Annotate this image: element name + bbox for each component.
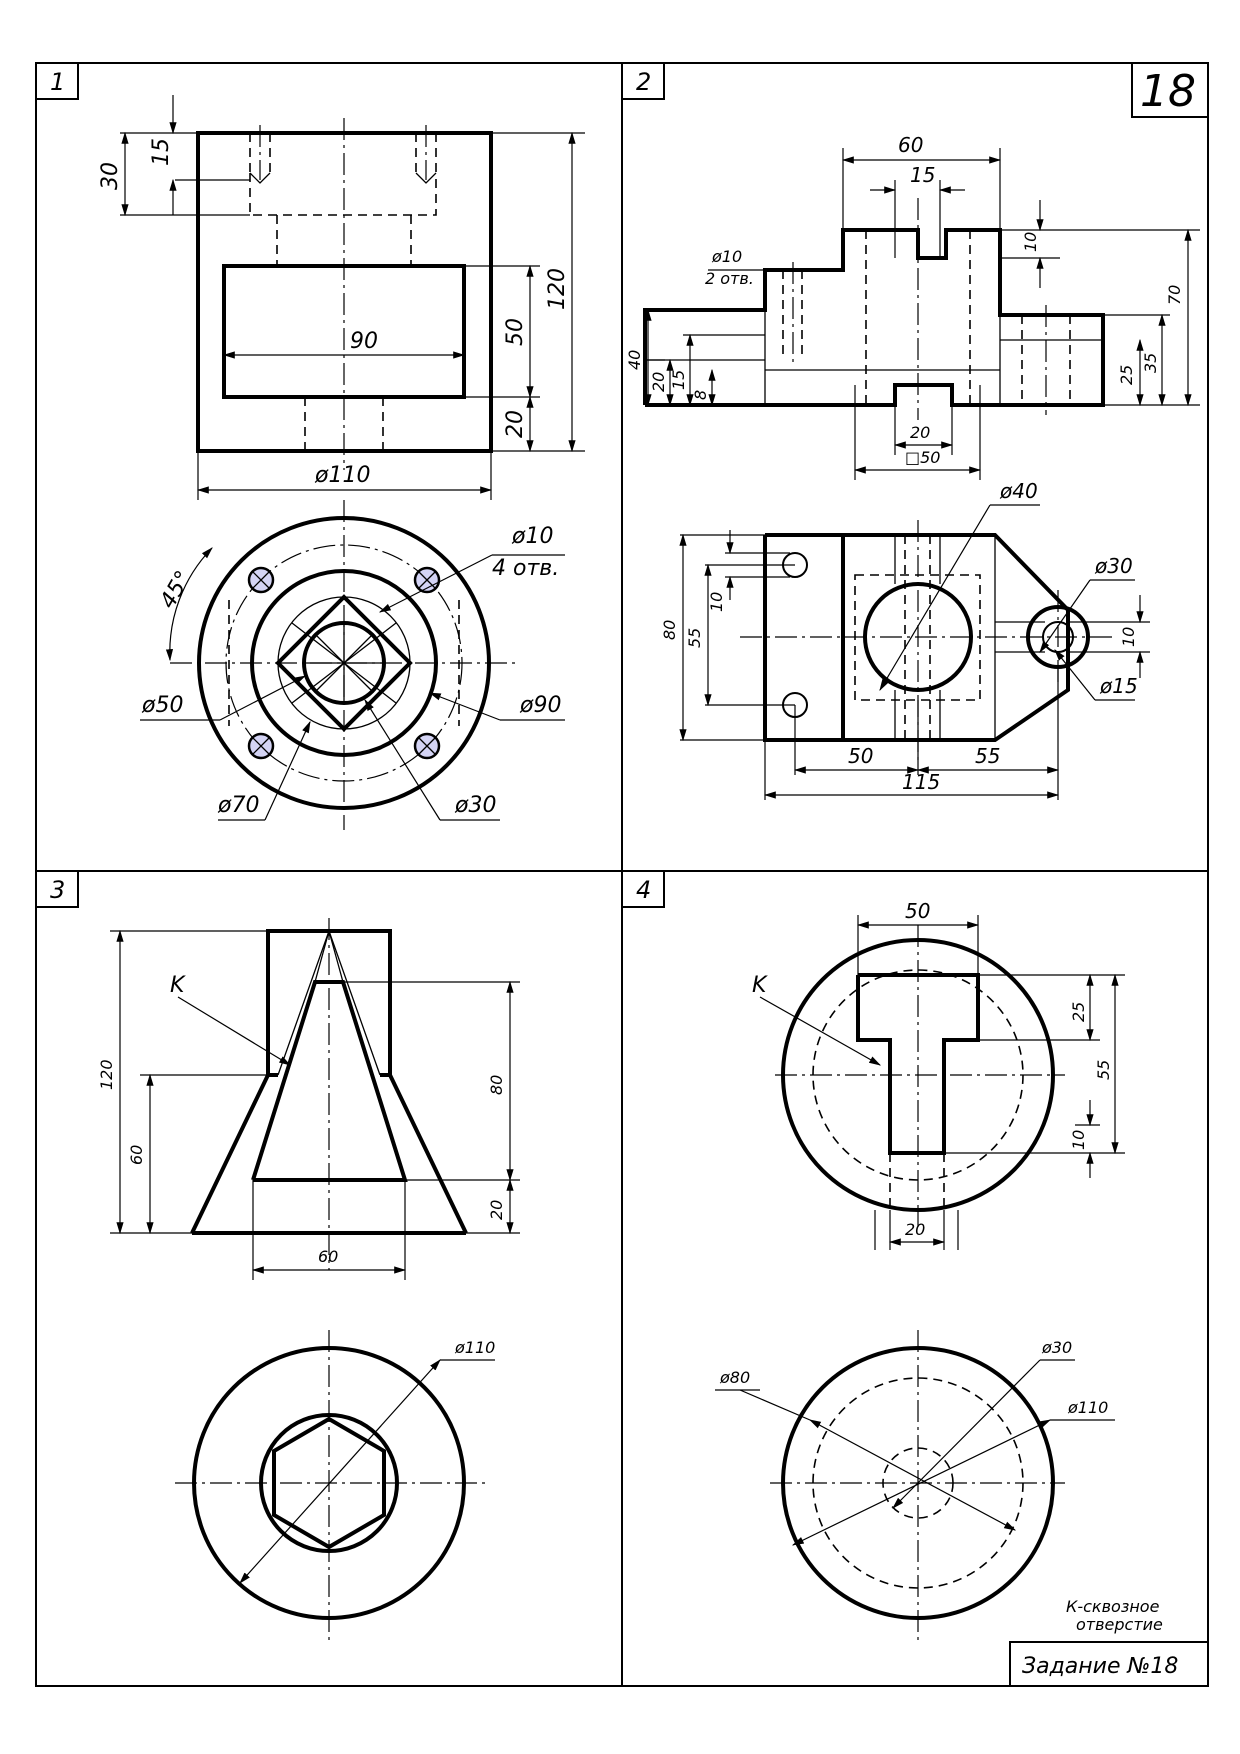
- svg-text:ø110: ø110: [314, 463, 370, 488]
- svg-text:20: 20: [487, 1200, 506, 1220]
- svg-text:10: 10: [1021, 232, 1040, 252]
- svg-text:20: 20: [649, 372, 668, 392]
- panel-2-front-dims: 60 15 10 70 ø10 2 отв. 40 20 15 8 25 35: [625, 133, 1200, 480]
- svg-text:25: 25: [1069, 1002, 1088, 1022]
- svg-text:10: 10: [1119, 627, 1138, 647]
- svg-text:20: 20: [910, 423, 930, 442]
- svg-text:ø50: ø50: [141, 693, 183, 718]
- svg-text:60: 60: [318, 1247, 338, 1266]
- panel-1-front-dims: 30 15 120 50 20 90 ø110: [98, 95, 585, 500]
- svg-text:ø30: ø30: [454, 793, 496, 818]
- panel-label-4: 4: [621, 870, 665, 908]
- svg-text:ø15: ø15: [1099, 674, 1138, 698]
- svg-text:K: K: [170, 973, 186, 998]
- svg-text:4 отв.: 4 отв.: [492, 556, 559, 581]
- svg-text:отверстие: отверстие: [1076, 1615, 1163, 1634]
- svg-text:120: 120: [97, 1059, 116, 1090]
- panel-2-top-dims: ø40 ø30 ø15 80 55 10 10 50 55 115: [660, 479, 1150, 800]
- panel-3-front-dims: 120 60 80 20 60 K: [97, 929, 520, 1280]
- svg-text:2: 2: [636, 68, 651, 96]
- panel-2-top-view: [740, 520, 1115, 760]
- panel-3-top-view: [175, 1330, 485, 1640]
- svg-text:ø30: ø30: [1094, 554, 1133, 578]
- svg-text:70: 70: [1165, 285, 1184, 305]
- svg-text:55: 55: [975, 744, 1000, 768]
- svg-text:15: 15: [669, 370, 688, 390]
- svg-text:50: 50: [848, 744, 873, 768]
- svg-text:ø10: ø10: [511, 524, 553, 549]
- svg-text:30: 30: [98, 162, 123, 190]
- svg-text:55: 55: [685, 628, 704, 648]
- svg-text:18: 18: [1140, 66, 1196, 117]
- svg-text:8: 8: [691, 390, 710, 400]
- svg-text:ø110: ø110: [1067, 1398, 1108, 1417]
- panel-label-1: 1: [35, 62, 79, 100]
- svg-text:1: 1: [50, 68, 65, 96]
- panel-1-front-view: [196, 118, 493, 470]
- panel-label-3: 3: [35, 870, 79, 908]
- svg-text:□50: □50: [905, 448, 940, 467]
- svg-text:ø40: ø40: [999, 479, 1038, 503]
- panel-1-top-view: [170, 500, 515, 830]
- panel-3-top-dims: ø110: [239, 1338, 495, 1584]
- panel-3-front-view: [190, 918, 468, 1270]
- svg-text:60: 60: [127, 1145, 146, 1165]
- svg-text:25: 25: [1117, 365, 1136, 385]
- svg-text:ø10: ø10: [711, 247, 742, 266]
- svg-text:ø90: ø90: [519, 693, 561, 718]
- panel-4-front-dims: 50 25 55 10 20 K: [752, 899, 1125, 1250]
- svg-text:35: 35: [1141, 353, 1160, 373]
- panel-4-front-view: [775, 925, 1065, 1230]
- svg-text:2 отв.: 2 отв.: [705, 269, 754, 288]
- svg-text:ø30: ø30: [1041, 1338, 1072, 1357]
- svg-text:15: 15: [910, 163, 935, 187]
- sheet-number-box: 18: [1131, 62, 1209, 118]
- svg-text:20: 20: [503, 410, 528, 438]
- panel-4-top-dims: ø30 ø80 ø110: [715, 1338, 1115, 1546]
- svg-text:3: 3: [50, 876, 65, 904]
- svg-text:4: 4: [636, 876, 651, 904]
- svg-text:55: 55: [1094, 1060, 1113, 1080]
- through-hole-note: К-сквозное отверстие: [1066, 1597, 1163, 1634]
- svg-text:120: 120: [545, 268, 570, 310]
- svg-text:ø80: ø80: [719, 1368, 750, 1387]
- svg-text:К-сквозное: К-сквозное: [1066, 1597, 1160, 1616]
- svg-text:10: 10: [707, 592, 726, 612]
- svg-text:20: 20: [905, 1220, 925, 1239]
- panel-label-2: 2: [621, 62, 665, 100]
- svg-text:60: 60: [898, 133, 923, 157]
- svg-text:50: 50: [503, 318, 528, 346]
- svg-text:Задание №18: Задание №18: [1022, 1654, 1178, 1679]
- svg-text:80: 80: [487, 1075, 506, 1095]
- svg-text:45°: 45°: [156, 567, 197, 613]
- svg-text:90: 90: [350, 329, 378, 354]
- svg-text:ø110: ø110: [454, 1338, 495, 1357]
- svg-text:ø70: ø70: [217, 793, 259, 818]
- panel-1-bolt-holes: [247, 566, 441, 760]
- svg-text:10: 10: [1069, 1130, 1088, 1150]
- svg-text:50: 50: [905, 899, 930, 923]
- svg-text:K: K: [752, 973, 768, 998]
- svg-text:15: 15: [149, 138, 174, 166]
- svg-text:80: 80: [660, 620, 679, 640]
- svg-text:115: 115: [902, 770, 940, 794]
- svg-text:40: 40: [625, 350, 644, 370]
- panel-2-front-view: [643, 198, 1105, 420]
- task-title-box: Задание №18: [1009, 1641, 1209, 1687]
